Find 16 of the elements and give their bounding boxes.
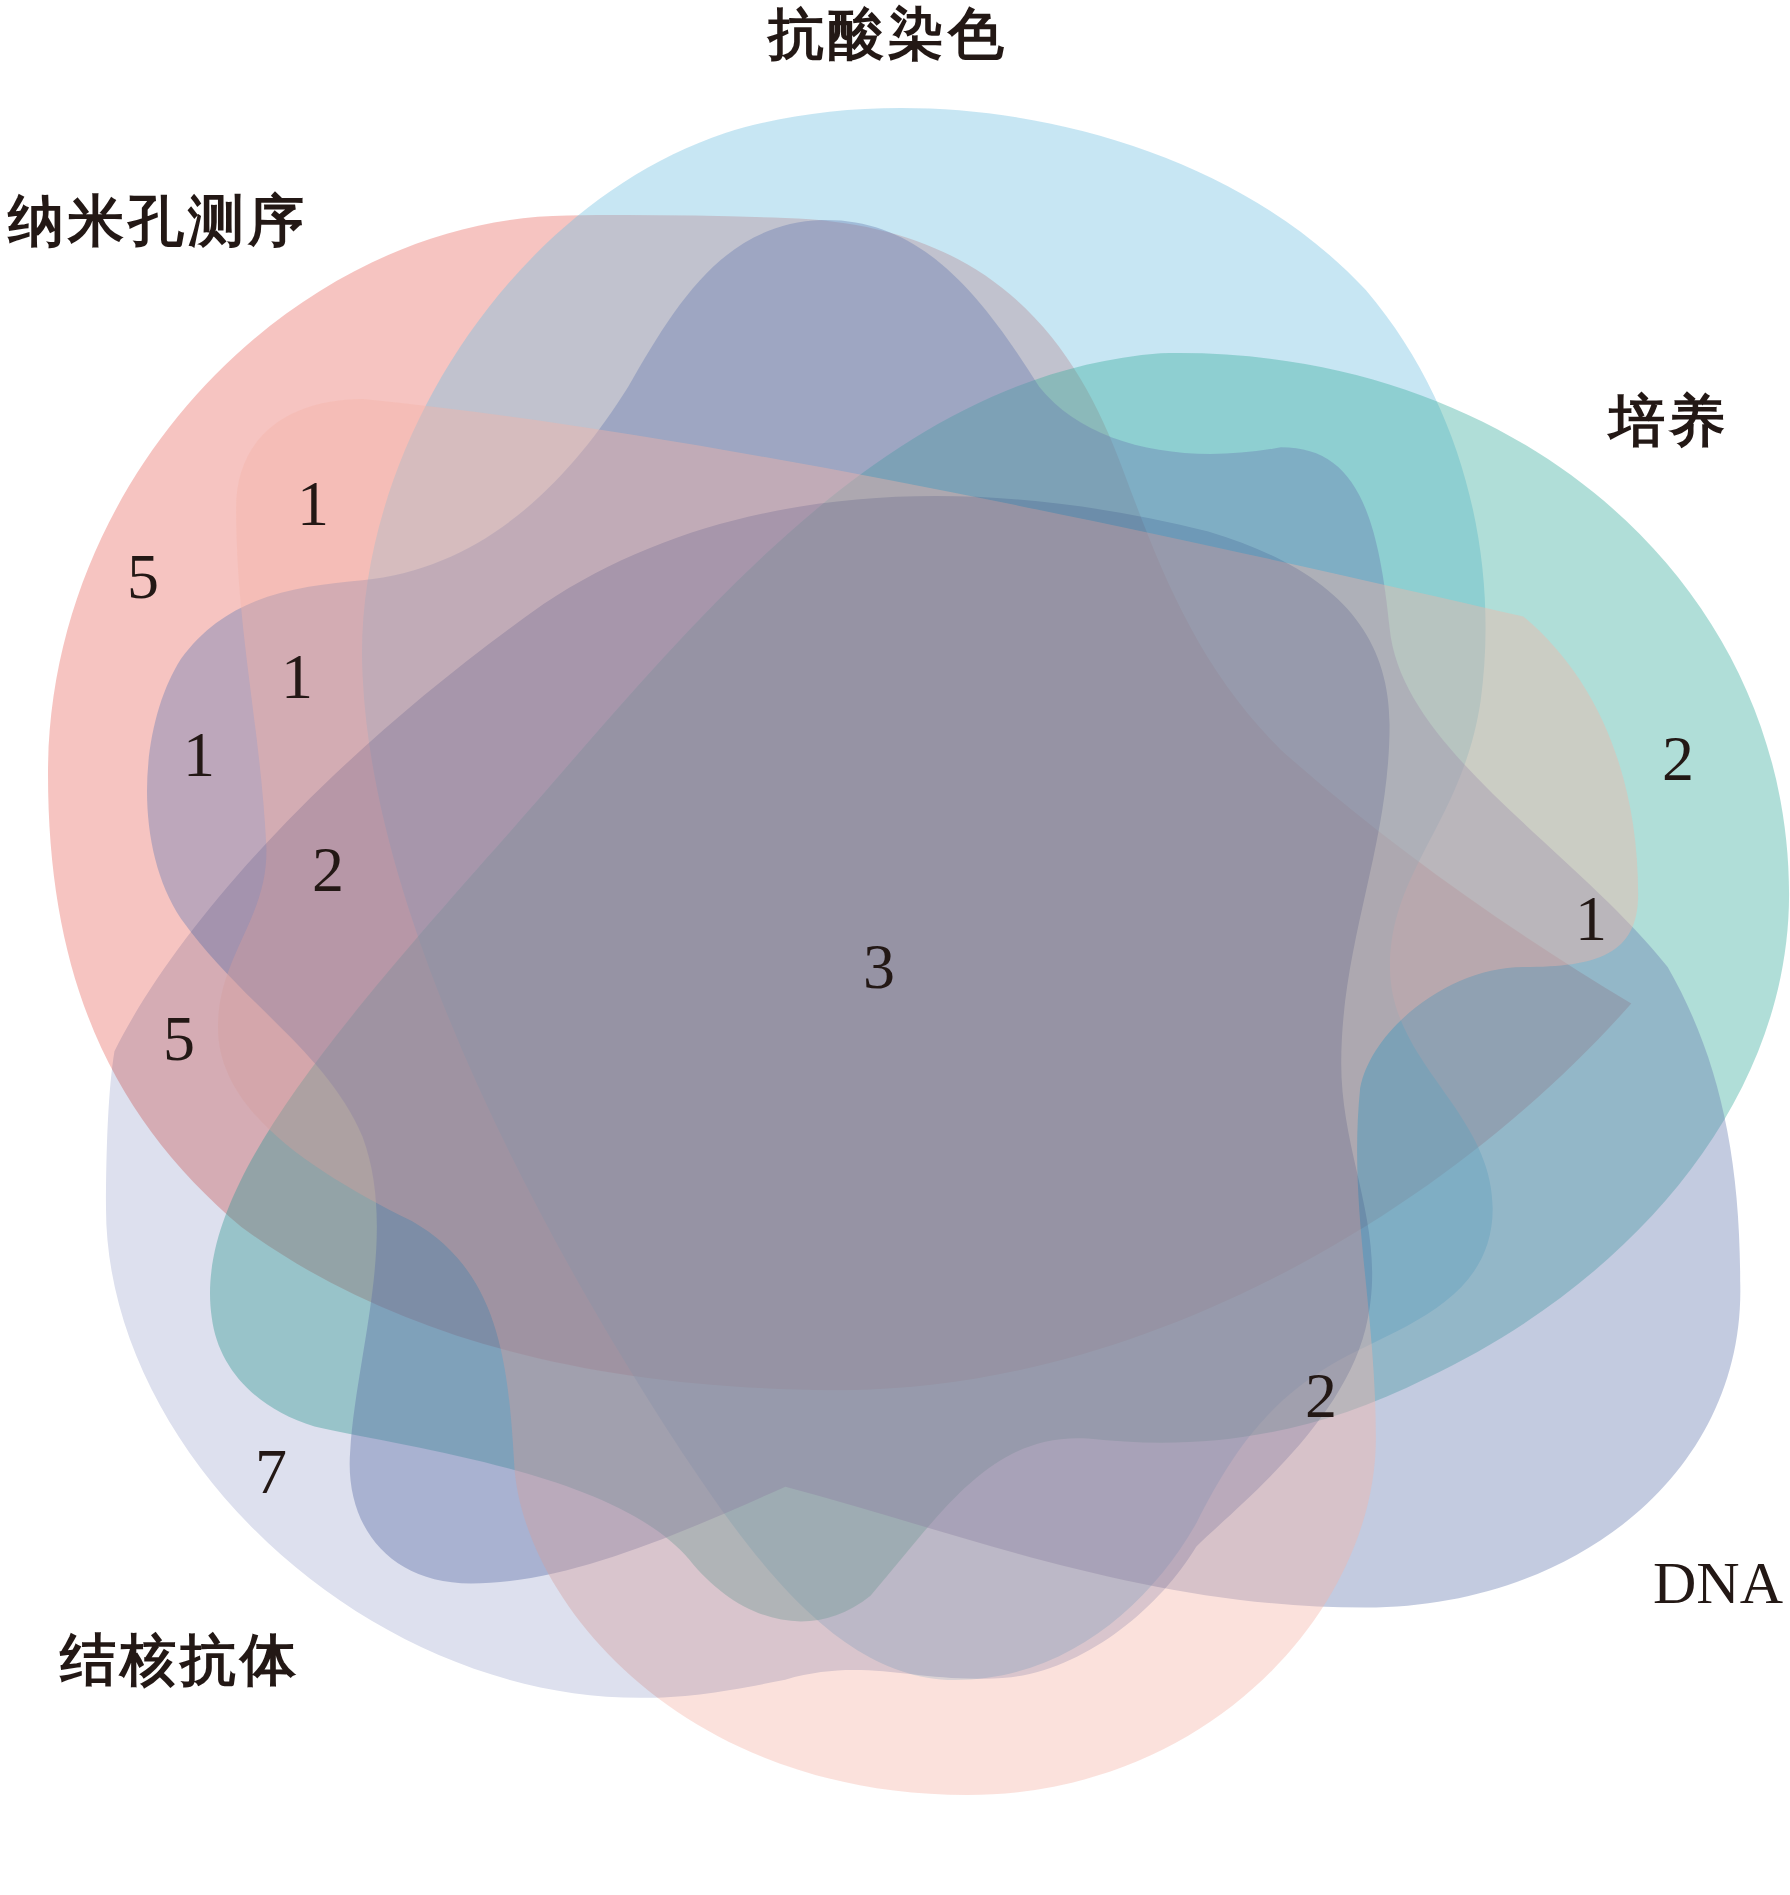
count-label: 5	[127, 545, 159, 609]
count-label: 2	[1662, 727, 1694, 791]
count-label: 1	[281, 645, 313, 709]
set-label: 抗酸染色	[768, 5, 1008, 61]
count-label: 7	[255, 1440, 287, 1504]
count-label: 2	[1305, 1364, 1337, 1428]
count-label: 2	[312, 838, 344, 902]
count-label: 1	[183, 723, 215, 787]
set-label: 纳米孔测序	[8, 192, 308, 248]
set-label: 培养	[1609, 392, 1729, 448]
count-label: 5	[163, 1007, 195, 1071]
count-label: 1	[1575, 887, 1607, 951]
count-label: 1	[297, 472, 329, 536]
set-label: 结核抗体	[60, 1631, 300, 1687]
set-label: DNA	[1653, 1553, 1783, 1613]
count-label: 3	[863, 935, 895, 999]
